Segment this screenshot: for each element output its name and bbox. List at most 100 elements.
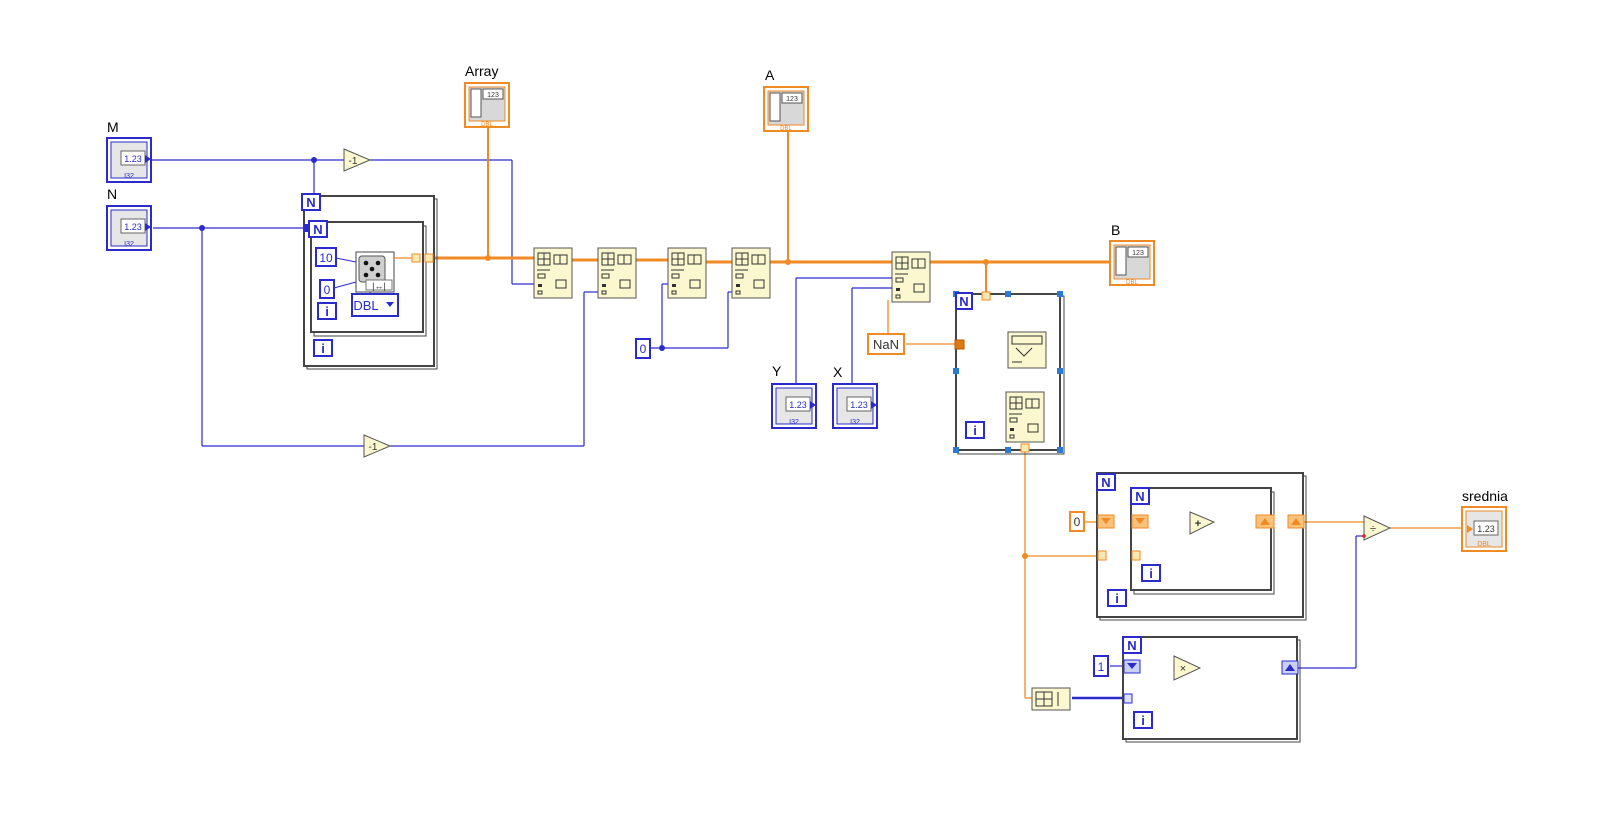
label-m: M xyxy=(107,119,119,135)
label-x: X xyxy=(833,364,843,380)
sum-outer-count-label: N xyxy=(1101,475,1110,490)
constant-zero-sum-label: 0 xyxy=(1074,515,1081,529)
sum-inner-index-label: i xyxy=(1149,566,1153,581)
indicator-a-type: DBL xyxy=(780,126,792,132)
control-y[interactable]: 1.23 I32 xyxy=(771,383,817,429)
product-for-loop[interactable]: N i × xyxy=(1122,636,1301,743)
wire-junctions xyxy=(199,157,665,351)
indicator-b-glyph: 123 xyxy=(1132,250,1144,257)
control-m[interactable]: 1.23 I32 xyxy=(106,137,152,183)
nan-loop-index-terminal xyxy=(965,421,985,439)
control-x-type: I32 xyxy=(850,419,860,426)
nan-loop-index-label: i xyxy=(973,423,977,438)
control-y-glyph: 1.23 xyxy=(789,400,807,410)
indicator-srednia-glyph: 1.23 xyxy=(1477,524,1495,534)
constant-zero-index-label: 0 xyxy=(640,342,647,356)
constant-zero-random xyxy=(319,279,335,299)
select-node[interactable] xyxy=(1007,331,1047,369)
outer-loop-count-terminal xyxy=(301,193,321,211)
multiply-label: × xyxy=(1180,663,1186,675)
indicator-b-type: DBL xyxy=(1126,280,1138,286)
product-loop-count-terminal xyxy=(1122,636,1142,654)
delete-from-array-node-4[interactable] xyxy=(731,247,771,299)
delete-from-array-node-2[interactable] xyxy=(597,247,637,299)
label-y: Y xyxy=(772,363,782,379)
svg-text:|↔|: |↔| xyxy=(372,281,386,291)
random-number-function[interactable]: |↔| xyxy=(355,251,395,293)
constant-zero-index[interactable]: 0 xyxy=(635,338,651,359)
inner-loop-index-label: i xyxy=(325,304,329,319)
indicator-srednia[interactable]: 1.23 DBL xyxy=(1461,506,1507,552)
sum-inner-for-loop[interactable]: N i + xyxy=(1130,487,1275,595)
outer-loop-index-label: i xyxy=(321,341,325,356)
constant-ten-label: 10 xyxy=(319,251,333,265)
decrement-n-label: -1 xyxy=(369,442,378,453)
control-m-type: I32 xyxy=(124,173,134,180)
inner-loop-index-terminal xyxy=(317,302,337,320)
add-node[interactable]: + xyxy=(1189,511,1216,535)
label-array: Array xyxy=(465,63,499,79)
indicator-b[interactable]: 123 DBL xyxy=(1109,240,1155,286)
constant-nan[interactable]: NaN xyxy=(867,333,905,355)
array-size-node[interactable] xyxy=(1031,687,1071,711)
shift-registers-sum[interactable] xyxy=(1097,514,1305,561)
sum-inner-count-terminal xyxy=(1130,487,1150,505)
control-x-glyph: 1.23 xyxy=(850,400,868,410)
label-srednia: srednia xyxy=(1462,488,1508,504)
constant-nan-label: NaN xyxy=(873,337,899,352)
outer-loop-index-terminal xyxy=(313,339,333,357)
decrement-node-m[interactable]: -1 xyxy=(343,148,372,172)
indicator-a[interactable]: 123 DBL xyxy=(763,86,809,132)
chevron-down-icon xyxy=(386,302,394,307)
constant-ten xyxy=(315,247,337,267)
control-x[interactable]: 1.23 I32 xyxy=(832,383,878,429)
control-n-glyph: 1.23 xyxy=(124,222,142,232)
sum-inner-index-terminal xyxy=(1141,564,1161,582)
divide-label: ÷ xyxy=(1370,523,1376,535)
indicator-array[interactable]: 123 DBL xyxy=(464,82,510,128)
indicator-array-glyph: 123 xyxy=(487,92,499,99)
nan-loop-output-tunnel xyxy=(1020,443,1030,453)
inner-for-loop-random[interactable]: N i 10 0 |↔| DBL xyxy=(304,220,434,337)
label-b: B xyxy=(1111,222,1121,238)
nan-replace-for-loop[interactable]: N i xyxy=(953,291,1065,455)
sum-outer-count-terminal xyxy=(1096,473,1116,491)
inner-loop-count-label: N xyxy=(313,222,322,237)
sum-outer-index-label: i xyxy=(1115,591,1119,606)
outer-loop-count-label: N xyxy=(306,195,315,210)
decrement-node-n[interactable]: -1 xyxy=(363,434,392,458)
control-y-type: I32 xyxy=(789,419,799,426)
constant-zero-random-label: 0 xyxy=(324,283,331,297)
product-loop-index-terminal xyxy=(1133,711,1153,729)
delete-from-array-node-3[interactable] xyxy=(667,247,707,299)
replace-array-subset-node[interactable] xyxy=(891,251,931,303)
double-wires xyxy=(420,128,1464,699)
divide-node[interactable]: ÷ xyxy=(1362,515,1392,541)
add-label: + xyxy=(1195,518,1201,530)
sum-inner-count-label: N xyxy=(1135,489,1144,504)
control-n[interactable]: 1.23 I32 xyxy=(106,205,152,251)
delete-from-array-node-1[interactable] xyxy=(533,247,573,299)
constant-one[interactable]: 1 xyxy=(1093,655,1109,677)
sum-outer-index-terminal xyxy=(1107,589,1127,607)
constant-zero-sum[interactable]: 0 xyxy=(1069,511,1085,532)
representation-selector[interactable]: DBL xyxy=(351,293,399,317)
outer-loop-tunnel xyxy=(424,253,434,263)
control-m-glyph: 1.23 xyxy=(124,154,142,164)
indicator-array-type: DBL xyxy=(481,122,493,128)
inner-loop-count-terminal xyxy=(308,220,328,238)
representation-selector-label: DBL xyxy=(353,298,378,313)
product-loop-count-label: N xyxy=(1127,638,1136,653)
indicator-srednia-type: DBL xyxy=(1477,541,1491,548)
constant-one-label: 1 xyxy=(1098,660,1105,674)
nan-loop-constant-tunnel xyxy=(954,339,965,350)
double-wire-junctions xyxy=(485,255,1028,559)
label-n: N xyxy=(107,186,118,202)
insert-into-array-node[interactable] xyxy=(1005,391,1045,443)
product-loop-index-label: i xyxy=(1141,713,1145,728)
label-a: A xyxy=(765,67,775,83)
decrement-m-label: -1 xyxy=(349,156,358,167)
indicator-a-glyph: 123 xyxy=(786,96,798,103)
multiply-node[interactable]: × xyxy=(1173,655,1202,681)
